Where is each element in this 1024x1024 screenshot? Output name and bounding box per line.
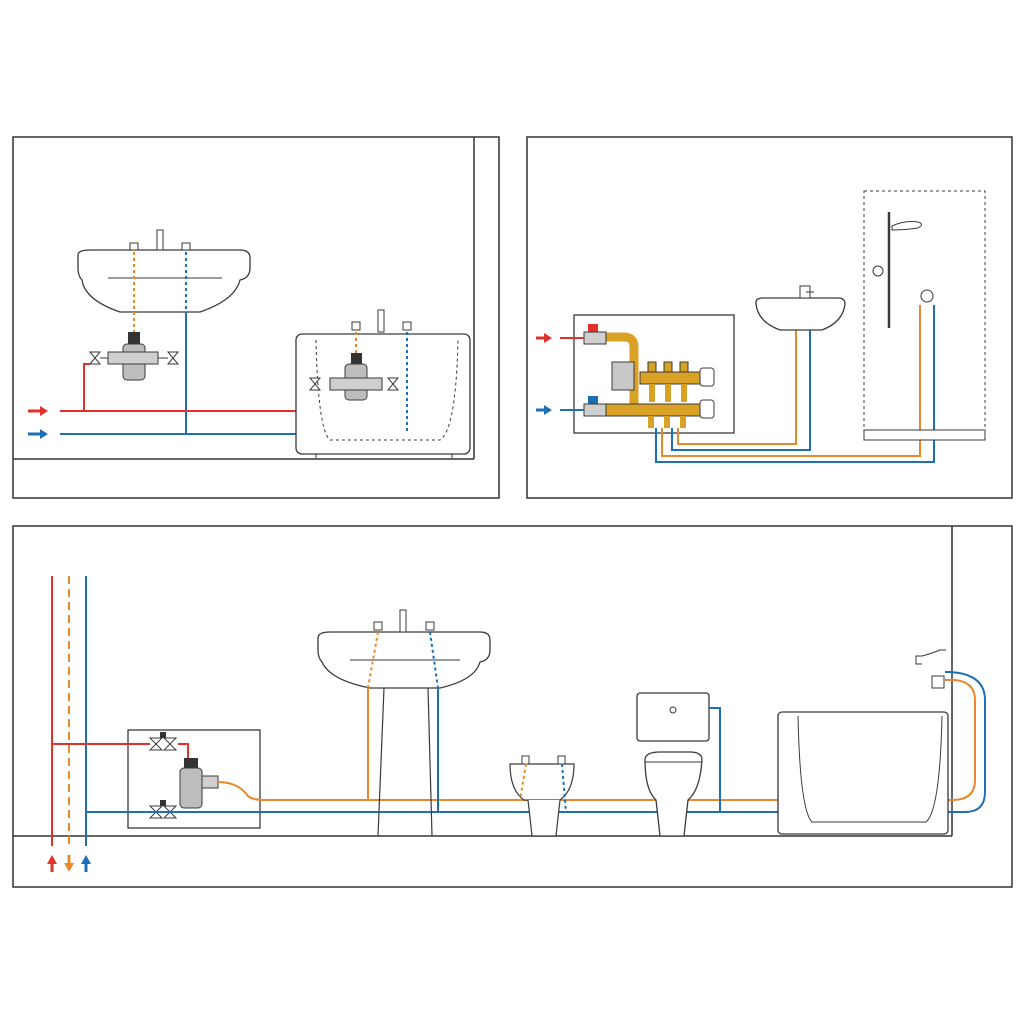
cold-inlet-arrow	[536, 405, 552, 415]
hot-inlet-arrow	[28, 406, 48, 416]
panel-top-right	[526, 136, 1013, 499]
thermostatic-mixer-icon	[88, 332, 180, 381]
panel-top-left	[12, 136, 500, 499]
thermostatic-mixer-icon	[308, 353, 400, 401]
hot-supply-arrow	[47, 855, 57, 872]
washbasin-icon	[317, 609, 491, 837]
manifold-icon	[583, 324, 715, 428]
bidet-icon	[509, 755, 575, 837]
cold-supply-arrow	[81, 855, 91, 872]
panel-bottom	[12, 525, 1013, 888]
washbasin-icon	[77, 229, 251, 313]
bathtub-icon	[295, 309, 471, 458]
bathtub-icon	[777, 649, 949, 835]
toilet-icon	[636, 692, 710, 837]
washbasin-icon	[755, 285, 846, 331]
mixed-supply-arrow	[64, 855, 74, 872]
hot-inlet-arrow	[536, 333, 552, 343]
cold-inlet-arrow	[28, 429, 48, 439]
shower-icon	[863, 190, 986, 441]
